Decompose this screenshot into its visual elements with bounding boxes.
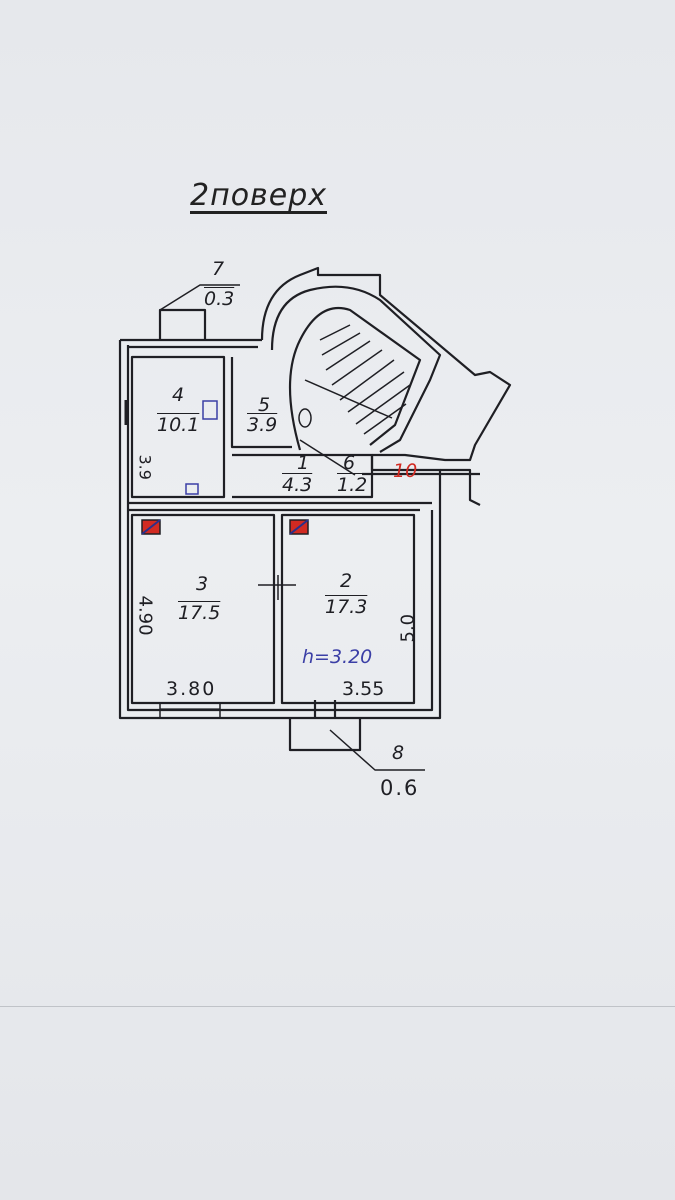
room-4-number: 4 <box>172 384 185 406</box>
paper-fold-line <box>0 1006 675 1007</box>
stair-curve <box>288 306 422 451</box>
sink-icon <box>185 483 199 495</box>
fixtures <box>185 400 218 495</box>
stove-icon <box>202 400 218 420</box>
inner-wall-main <box>126 345 434 712</box>
room-4-walls <box>130 355 226 499</box>
floor-title: 2поверх <box>190 178 327 213</box>
room-3-width: 3.80 <box>166 678 217 700</box>
room-5-walls <box>230 357 292 449</box>
room-2-width: 3.55 <box>342 678 385 700</box>
room-1-walls <box>232 453 374 499</box>
room-6-area: 1.2 <box>337 474 368 496</box>
room-1-area: 4.3 <box>282 474 313 496</box>
room-2-area: 17.3 <box>325 596 368 618</box>
room-8-area: 0.6 <box>380 776 420 800</box>
stair-enclosure-outer <box>260 266 512 462</box>
stair-treads <box>304 324 411 435</box>
room-8-number: 8 <box>392 742 405 764</box>
room-2-walls <box>280 513 416 705</box>
room-7-number: 7 <box>212 258 225 280</box>
room-3-length: 4.90 <box>134 595 156 636</box>
room-6-number: 6 <box>343 452 356 474</box>
room-3-area: 17.5 <box>178 602 221 624</box>
leader-8 <box>329 729 425 771</box>
entrance-walls <box>370 455 442 505</box>
stair-enclosure-inner <box>270 285 442 453</box>
balcony-8 <box>288 718 362 752</box>
room-7-area: 0.3 <box>204 288 235 310</box>
room-2-length: 5.0 <box>397 613 419 643</box>
room-1-number: 1 <box>297 452 310 474</box>
toilet-icon <box>298 408 312 428</box>
room-4-area: 10.1 <box>157 414 200 436</box>
room-5-number: 5 <box>258 394 271 416</box>
room-4-length: 3.9 <box>135 454 155 480</box>
walls <box>118 266 512 771</box>
window-room-3 <box>159 702 221 719</box>
vent-shafts <box>141 519 309 535</box>
entrance-walls-right <box>440 468 481 506</box>
room-2-number: 2 <box>340 570 353 592</box>
room-5-area: 3.9 <box>247 414 278 436</box>
niche-7 <box>158 308 207 340</box>
outer-wall-main <box>118 340 442 720</box>
stair-number-10: 10 <box>393 460 418 482</box>
leader-6 <box>299 439 356 476</box>
room-3-number: 3 <box>196 573 209 595</box>
leader-7 <box>159 284 240 311</box>
ceiling-height: h=3.20 <box>302 646 373 668</box>
